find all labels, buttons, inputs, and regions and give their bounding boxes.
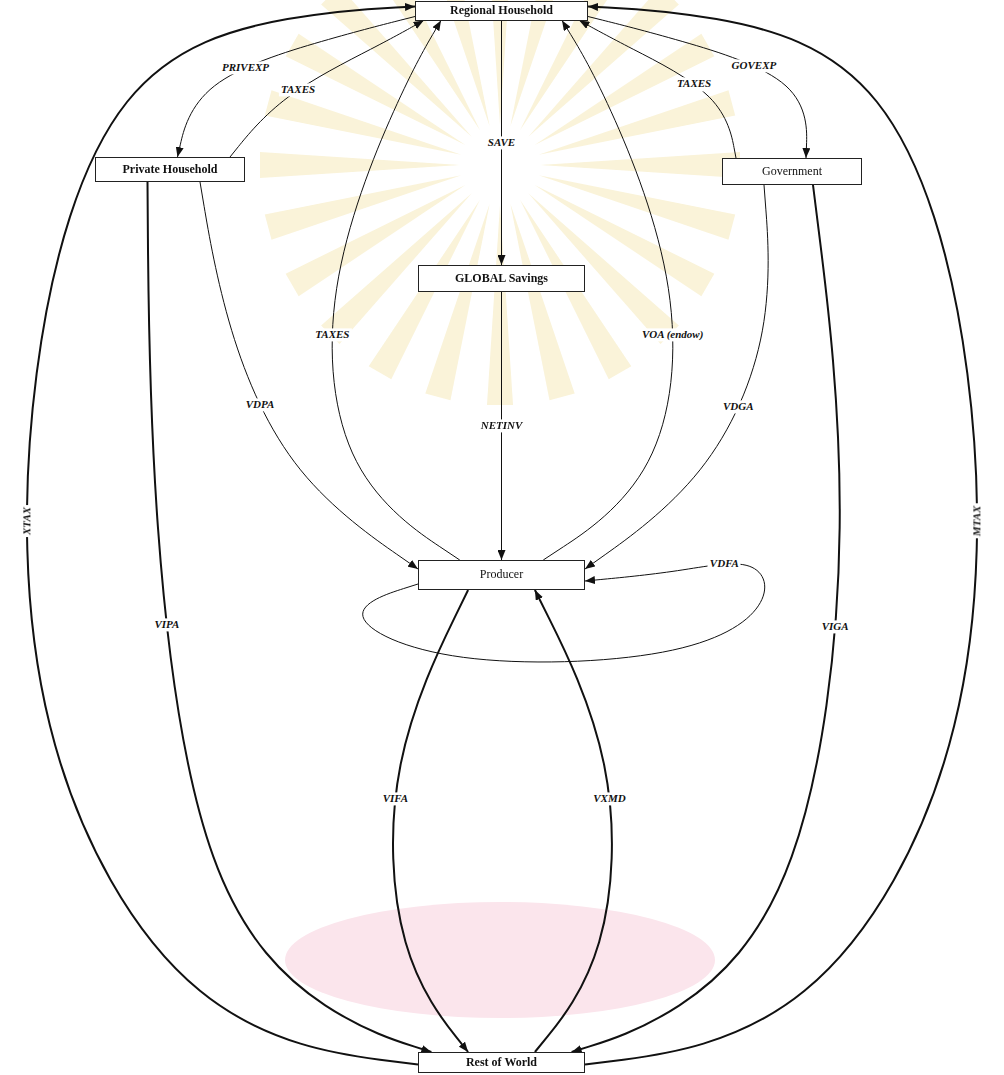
watermark-ellipse bbox=[285, 902, 715, 1018]
box-label: Government bbox=[762, 165, 822, 179]
flow-label: XTAX bbox=[20, 505, 33, 537]
flow-label: NETINV bbox=[479, 419, 525, 432]
flow-arrow bbox=[148, 182, 432, 1052]
flow-label: VIFA bbox=[381, 792, 410, 805]
flow-label: TAXES bbox=[675, 78, 713, 91]
flow-box: GLOBAL Savings bbox=[418, 265, 585, 292]
flow-arrow bbox=[27, 7, 418, 1065]
box-label: Rest of World bbox=[466, 1056, 537, 1070]
flow-arrow bbox=[200, 182, 418, 569]
flow-label: SAVE bbox=[486, 136, 517, 149]
flow-label: PRIVEXP bbox=[220, 61, 271, 74]
box-label: GLOBAL Savings bbox=[455, 272, 548, 286]
flow-arrow bbox=[230, 21, 424, 158]
flow-arrow bbox=[588, 17, 807, 159]
flow-box: Regional Household bbox=[415, 1, 588, 21]
flow-box: Private Household bbox=[95, 157, 245, 182]
flow-box: Government bbox=[722, 158, 862, 185]
flow-label: VDPA bbox=[244, 398, 277, 411]
flow-label: TAXES bbox=[313, 328, 351, 341]
flow-box: Producer bbox=[418, 560, 585, 590]
flow-label: VDGA bbox=[721, 400, 756, 413]
flow-label: VIGA bbox=[820, 620, 851, 633]
flow-label: VXMD bbox=[591, 792, 627, 805]
flow-label: MTAX bbox=[970, 503, 983, 538]
flow-arrow bbox=[393, 590, 468, 1052]
flow-arrow bbox=[535, 590, 612, 1052]
flow-arrow bbox=[585, 185, 768, 569]
flow-label: GOVEXP bbox=[730, 60, 779, 73]
flow-arrow bbox=[579, 21, 736, 159]
flow-label: VDFA bbox=[708, 558, 741, 571]
box-label: Regional Household bbox=[450, 4, 553, 18]
flow-box: Rest of World bbox=[418, 1052, 585, 1073]
flow-label: TAXES bbox=[279, 84, 317, 97]
flow-arrow bbox=[572, 185, 840, 1052]
box-label: Producer bbox=[480, 568, 523, 582]
flow-label: VOA (endow) bbox=[640, 329, 705, 342]
flow-label: VIPA bbox=[152, 619, 181, 632]
flow-arrow bbox=[178, 17, 416, 158]
box-label: Private Household bbox=[123, 163, 218, 177]
flow-arrow bbox=[585, 7, 977, 1065]
